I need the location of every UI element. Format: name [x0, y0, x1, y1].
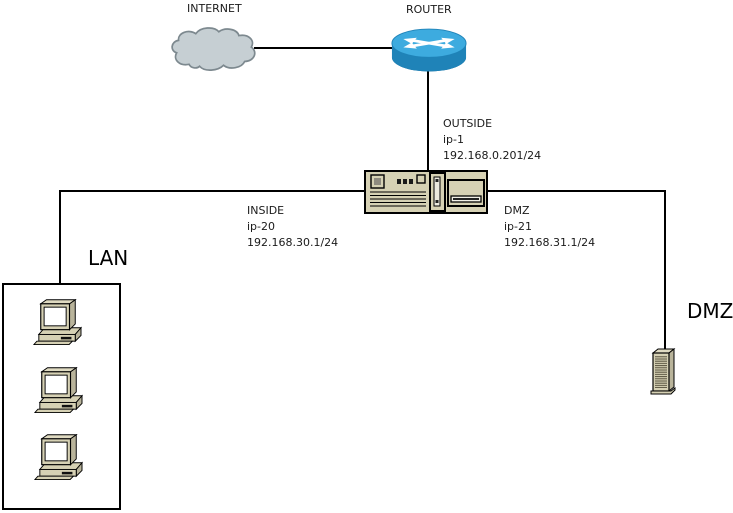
interface-port: ip-1 — [443, 133, 465, 146]
workstation-icon — [34, 434, 84, 480]
firewall-appliance-icon — [364, 170, 488, 214]
interface-address: 192.168.30.1/24 — [247, 236, 339, 249]
router-arrows-glyph — [403, 37, 455, 49]
inside-interface-label: INSIDE ip-20 192.168.30.1/24 — [247, 203, 338, 251]
interface-name: INSIDE — [247, 204, 285, 217]
internet-cloud-icon — [171, 27, 256, 71]
router-icon — [391, 28, 467, 72]
interface-address: 192.168.0.201/24 — [443, 149, 542, 162]
interface-port: ip-21 — [504, 220, 533, 233]
workstation-icon — [34, 367, 84, 413]
interface-address: 192.168.31.1/24 — [504, 236, 596, 249]
dmz-zone-label: DMZ — [687, 299, 733, 323]
interface-port: ip-20 — [247, 220, 276, 233]
lan-zone-label: LAN — [88, 246, 129, 270]
interface-name: DMZ — [504, 204, 530, 217]
server-tower-icon — [650, 347, 676, 395]
internet-label: INTERNET — [187, 2, 242, 15]
router-label: ROUTER — [406, 3, 452, 16]
dmz-interface-label: DMZ ip-21 192.168.31.1/24 — [504, 203, 595, 251]
workstation-icon — [33, 299, 83, 345]
interface-name: OUTSIDE — [443, 117, 493, 130]
outside-interface-label: OUTSIDE ip-1 192.168.0.201/24 — [443, 116, 541, 164]
